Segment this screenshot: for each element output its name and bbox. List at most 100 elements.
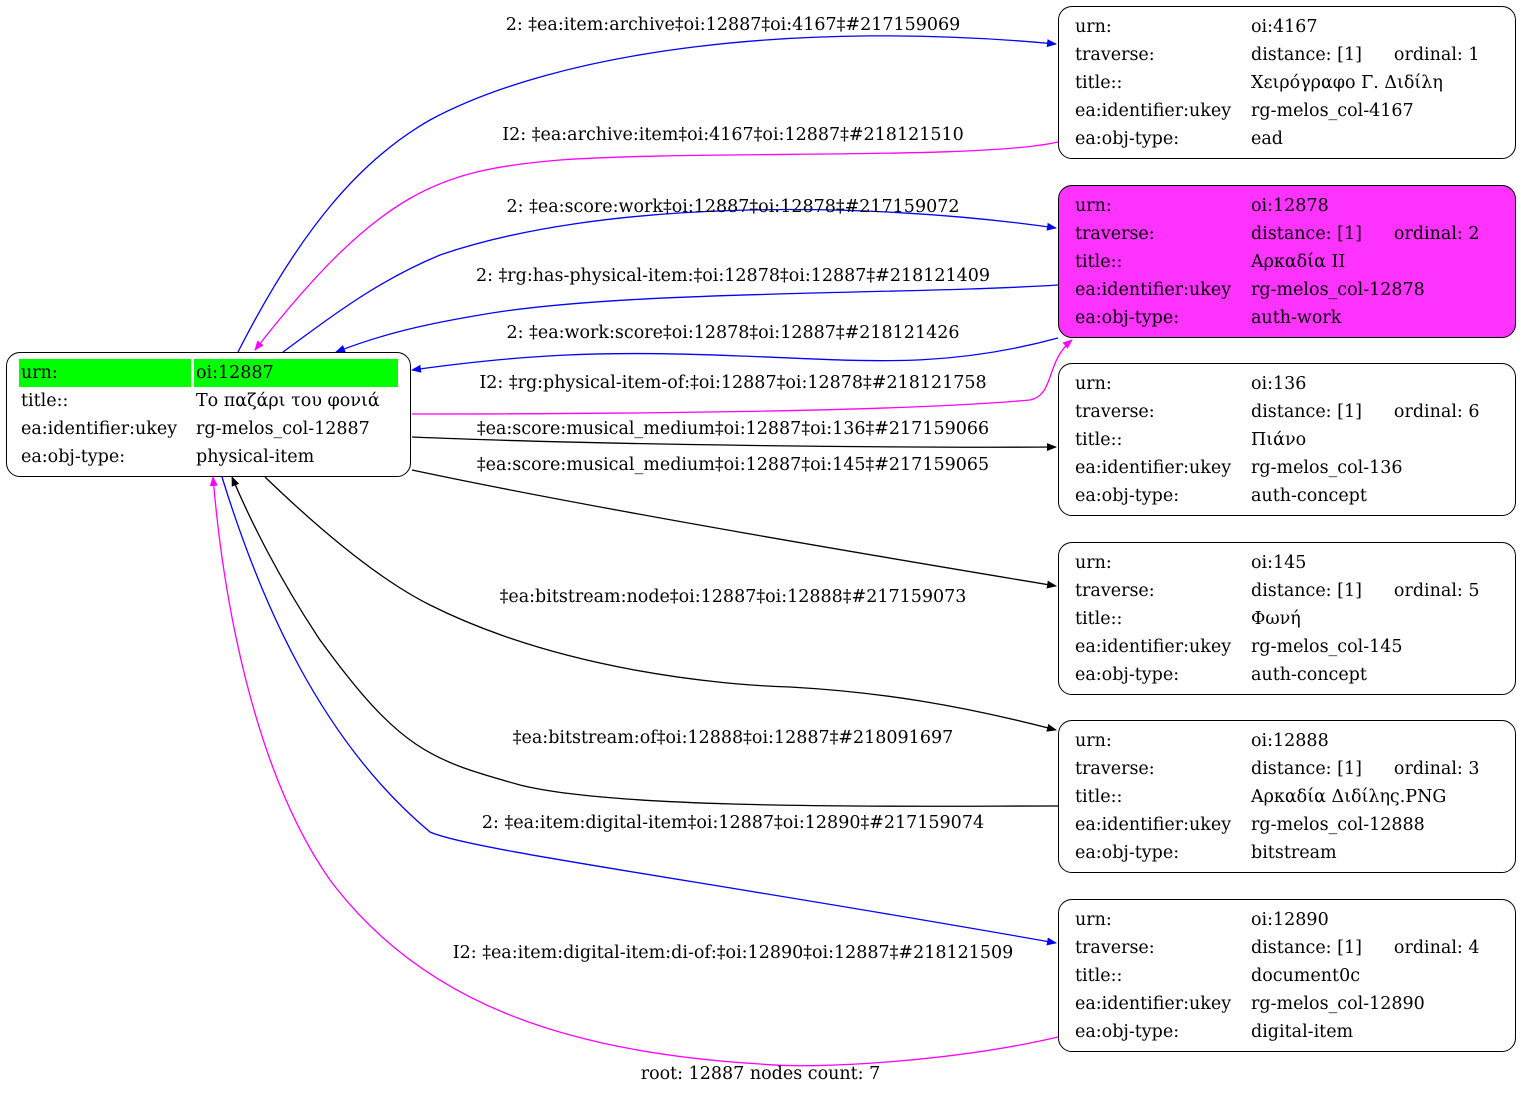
field-value: oi:12887 (194, 359, 398, 387)
root-urn-row: urn: oi:12887 (19, 359, 398, 387)
field-key: traverse: (1075, 581, 1155, 601)
root-node-table: urn: oi:12887 title:: Το παζάρι του φονι… (19, 359, 398, 471)
edge-label: ‡ea:score:musical_medium‡oi:12887‡oi:136… (477, 419, 989, 439)
ukey-row: ea:identifier:ukey rg-melos_col-12878 (1073, 276, 1482, 304)
field-key: ea:identifier:ukey (21, 419, 178, 439)
ordinal-value: ordinal: 6 (1393, 402, 1480, 422)
field-key: urn: (1075, 731, 1112, 751)
objtype-row: ea:obj-type: bitstream (1073, 839, 1482, 867)
title-row: title:: Αρκαδία ΙΙ (1073, 248, 1482, 276)
graph-node-oi-4167[interactable]: urn: oi:4167 traverse: distance: [1] ord… (1058, 6, 1516, 159)
distance-value: distance: [1] (1251, 45, 1362, 65)
edge-inverse (209, 476, 1059, 1067)
graph-node-oi-12890[interactable]: urn: oi:12890 traverse: distance: [1] or… (1058, 899, 1516, 1052)
field-value: ead (1251, 129, 1283, 149)
field-value: oi:145 (1251, 553, 1307, 573)
edge-inverse (411, 339, 1073, 415)
urn-row: urn: oi:12890 (1073, 906, 1482, 934)
urn-row: urn: oi:4167 (1073, 13, 1482, 41)
graph-node-oi-12888[interactable]: urn: oi:12888 traverse: distance: [1] or… (1058, 720, 1516, 873)
field-value: Χειρόγραφο Γ. Διδίλη (1251, 73, 1443, 93)
edge-inverse (254, 141, 1059, 351)
field-value: rg-melos_col-12890 (1251, 994, 1425, 1014)
edge-label: I2: ‡rg:physical-item-of:‡oi:12887‡oi:12… (479, 373, 986, 393)
field-value: rg-melos_col-136 (1251, 458, 1403, 478)
node-table: urn: oi:12878 traverse: distance: [1] or… (1073, 192, 1482, 332)
field-value: oi:136 (1251, 374, 1307, 394)
field-value: Φωνή (1251, 609, 1301, 629)
edge-label: I2: ‡ea:item:digital-item:di-of:‡oi:1289… (453, 943, 1014, 963)
edge-plain (411, 469, 1057, 589)
ukey-row: ea:identifier:ukey rg-melos_col-145 (1073, 633, 1482, 661)
field-key: title:: (1075, 966, 1123, 986)
edge-label: 2: ‡ea:work:score‡oi:12878‡oi:12887‡#218… (507, 323, 960, 343)
field-key: ea:obj-type: (1075, 1022, 1180, 1042)
distance-value: distance: [1] (1251, 938, 1362, 958)
traverse-row: traverse: distance: [1] ordinal: 1 (1073, 41, 1482, 69)
field-key: ea:obj-type: (1075, 486, 1180, 506)
edge-label: 2: ‡ea:item:archive‡oi:12887‡oi:4167‡#21… (506, 15, 961, 35)
field-value: auth-concept (1251, 665, 1367, 685)
field-key: ea:identifier:ukey (1075, 458, 1232, 478)
field-value: rg-melos_col-12888 (1251, 815, 1425, 835)
ordinal-value: ordinal: 2 (1393, 224, 1480, 244)
field-key: traverse: (1075, 938, 1155, 958)
title-row: title:: Φωνή (1073, 605, 1482, 633)
node-table: urn: oi:145 traverse: distance: [1] ordi… (1073, 549, 1482, 689)
graph-node-oi-12878[interactable]: urn: oi:12878 traverse: distance: [1] or… (1058, 185, 1516, 338)
graph-node-oi-145[interactable]: urn: oi:145 traverse: distance: [1] ordi… (1058, 542, 1516, 695)
node-table: urn: oi:4167 traverse: distance: [1] ord… (1073, 13, 1482, 153)
field-key: traverse: (1075, 759, 1155, 779)
edge-label: 2: ‡rg:has-physical-item:‡oi:12878‡oi:12… (476, 266, 990, 286)
edge-label: ‡ea:score:musical_medium‡oi:12887‡oi:145… (477, 455, 989, 475)
field-key: traverse: (1075, 45, 1155, 65)
distance-value: distance: [1] (1251, 581, 1362, 601)
edge-label: 2: ‡ea:score:work‡oi:12887‡oi:12878‡#217… (507, 197, 960, 217)
edge-label: 2: ‡ea:item:digital-item‡oi:12887‡oi:128… (482, 813, 984, 833)
edge-label: ‡ea:bitstream:node‡oi:12887‡oi:12888‡#21… (500, 587, 967, 607)
field-key: urn: (1075, 553, 1112, 573)
field-key: ea:obj-type: (1075, 843, 1180, 863)
field-key: title:: (1075, 73, 1123, 93)
root-title-row: title:: Το παζάρι του φονιά (19, 387, 398, 415)
field-key: title:: (1075, 787, 1123, 807)
field-key: urn: (1075, 910, 1112, 930)
title-row: title:: Αρκαδία Διδίλης.PNG (1073, 783, 1482, 811)
field-key: urn: (1075, 374, 1112, 394)
field-value: auth-concept (1251, 486, 1367, 506)
field-value: rg-melos_col-12878 (1251, 280, 1425, 300)
ukey-row: ea:identifier:ukey rg-melos_col-4167 (1073, 97, 1482, 125)
field-value: rg-melos_col-4167 (1251, 101, 1414, 121)
title-row: title:: document0c (1073, 962, 1482, 990)
traverse-row: traverse: distance: [1] ordinal: 5 (1073, 577, 1482, 605)
field-key: title:: (21, 391, 69, 411)
field-value: bitstream (1251, 843, 1337, 863)
ordinal-value: ordinal: 3 (1393, 759, 1480, 779)
graph-node-oi-136[interactable]: urn: oi:136 traverse: distance: [1] ordi… (1058, 363, 1516, 516)
root-ukey-row: ea:identifier:ukey rg-melos_col-12887 (19, 415, 398, 443)
field-key: traverse: (1075, 402, 1155, 422)
edge-forward (221, 476, 1057, 946)
field-value: oi:12890 (1251, 910, 1329, 930)
edge-forward (282, 208, 1057, 353)
ordinal-value: ordinal: 1 (1393, 45, 1480, 65)
ordinal-value: ordinal: 4 (1393, 938, 1480, 958)
title-row: title:: Πιάνο (1073, 426, 1482, 454)
ukey-row: ea:identifier:ukey rg-melos_col-136 (1073, 454, 1482, 482)
field-value: document0c (1251, 966, 1360, 986)
field-key: ea:obj-type: (21, 447, 126, 467)
field-key: ea:obj-type: (1075, 129, 1180, 149)
field-key: title:: (1075, 252, 1123, 272)
urn-row: urn: oi:12878 (1073, 192, 1482, 220)
edge-plain (231, 476, 1059, 807)
edge-plain (264, 476, 1057, 732)
field-value: Αρκαδία Διδίλης.PNG (1251, 787, 1447, 807)
objtype-row: ea:obj-type: auth-concept (1073, 661, 1482, 689)
field-value: digital-item (1251, 1022, 1354, 1042)
traverse-row: traverse: distance: [1] ordinal: 4 (1073, 934, 1482, 962)
field-value: Πιάνο (1251, 430, 1307, 450)
objtype-row: ea:obj-type: auth-concept (1073, 482, 1482, 510)
root-node[interactable]: urn: oi:12887 title:: Το παζάρι του φονι… (6, 352, 411, 477)
title-row: title:: Χειρόγραφο Γ. Διδίλη (1073, 69, 1482, 97)
